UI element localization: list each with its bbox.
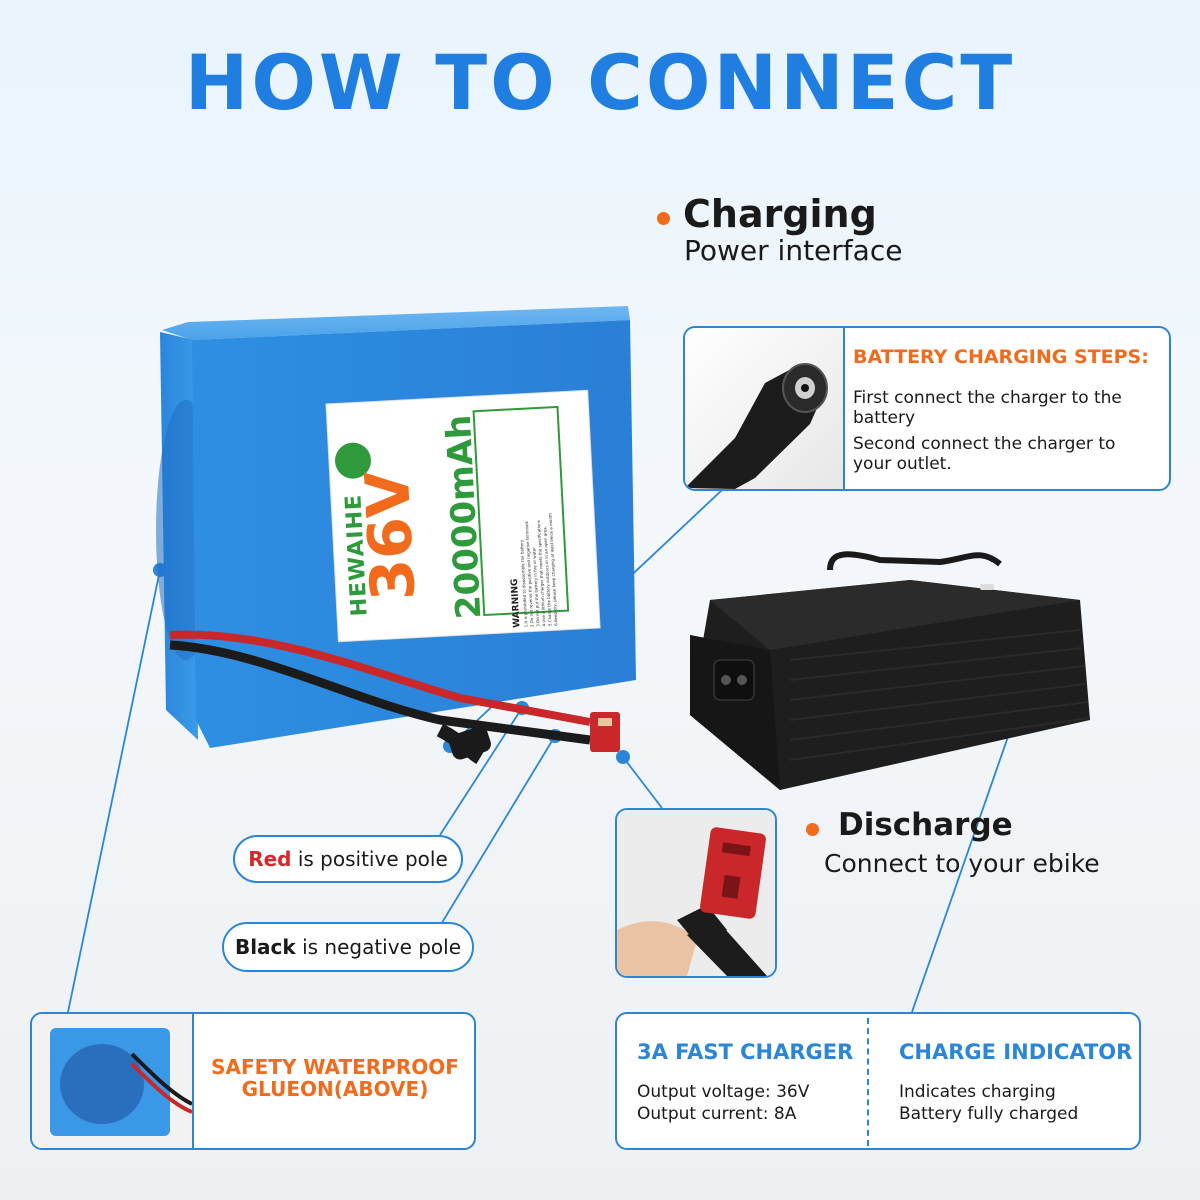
battery-pack-image: [156, 306, 636, 765]
charging-steps-card: BATTERY CHARGING STEPS: First connect th…: [683, 326, 1171, 491]
dc-plug-image: [685, 328, 845, 489]
black-pole-text: is negative pole: [302, 935, 462, 959]
red-pole-label: Red is positive pole: [233, 835, 463, 883]
discharge-heading: Discharge: [838, 807, 1013, 843]
charging-heading: Charging: [683, 192, 877, 236]
page-title: HOW TO CONNECT: [184, 38, 1016, 127]
t-plug-icon: [617, 810, 775, 976]
orange-bullet-icon: [806, 823, 819, 836]
waterproof-card: SAFETY WATERPROOF GLUEON(ABOVE): [30, 1012, 476, 1150]
black-pole-label: Black is negative pole: [222, 922, 474, 972]
waterproof-line-1: SAFETY WATERPROOF: [211, 1055, 459, 1079]
waterproof-battery-icon: [32, 1014, 193, 1148]
charger-spec-card: 3A FAST CHARGER Output voltage: 36V Outp…: [615, 1012, 1141, 1150]
charge-indicator-title: CHARGE INDICATOR: [899, 1040, 1133, 1064]
red-word: Red: [248, 847, 292, 871]
charging-steps-title: BATTERY CHARGING STEPS:: [853, 346, 1149, 368]
waterproof-line-2: GLUEON(ABOVE): [241, 1077, 429, 1101]
waterproof-text: SAFETY WATERPROOF GLUEON(ABOVE): [194, 1055, 474, 1101]
indicator-line-2: Battery fully charged: [899, 1104, 1079, 1124]
orange-bullet-icon: [657, 212, 670, 225]
charging-step-2: Second connect the charger to your outle…: [853, 434, 1116, 474]
dc-plug-icon: [685, 363, 828, 489]
output-current: Output current: 8A: [637, 1104, 797, 1124]
battery-voltage: 36V: [352, 469, 430, 603]
charging-subheading: Power interface: [684, 234, 903, 267]
red-pole-text: is positive pole: [297, 847, 448, 871]
waterproof-image: [32, 1014, 194, 1148]
charging-step-1: First connect the charger to the battery: [853, 388, 1122, 428]
t-plug-image: [615, 808, 777, 978]
indicator-line-1: Indicates charging: [899, 1082, 1056, 1102]
output-voltage: Output voltage: 36V: [637, 1082, 810, 1102]
battery-label: HEWAIHE 36V 20000mAh WARNING 1.It is pro…: [326, 390, 600, 641]
black-word: Black: [234, 935, 296, 959]
charger-image: [690, 551, 1091, 790]
spec-divider: [867, 1018, 869, 1146]
fast-charger-title: 3A FAST CHARGER: [637, 1040, 854, 1064]
discharge-subheading: Connect to your ebike: [824, 849, 1100, 878]
